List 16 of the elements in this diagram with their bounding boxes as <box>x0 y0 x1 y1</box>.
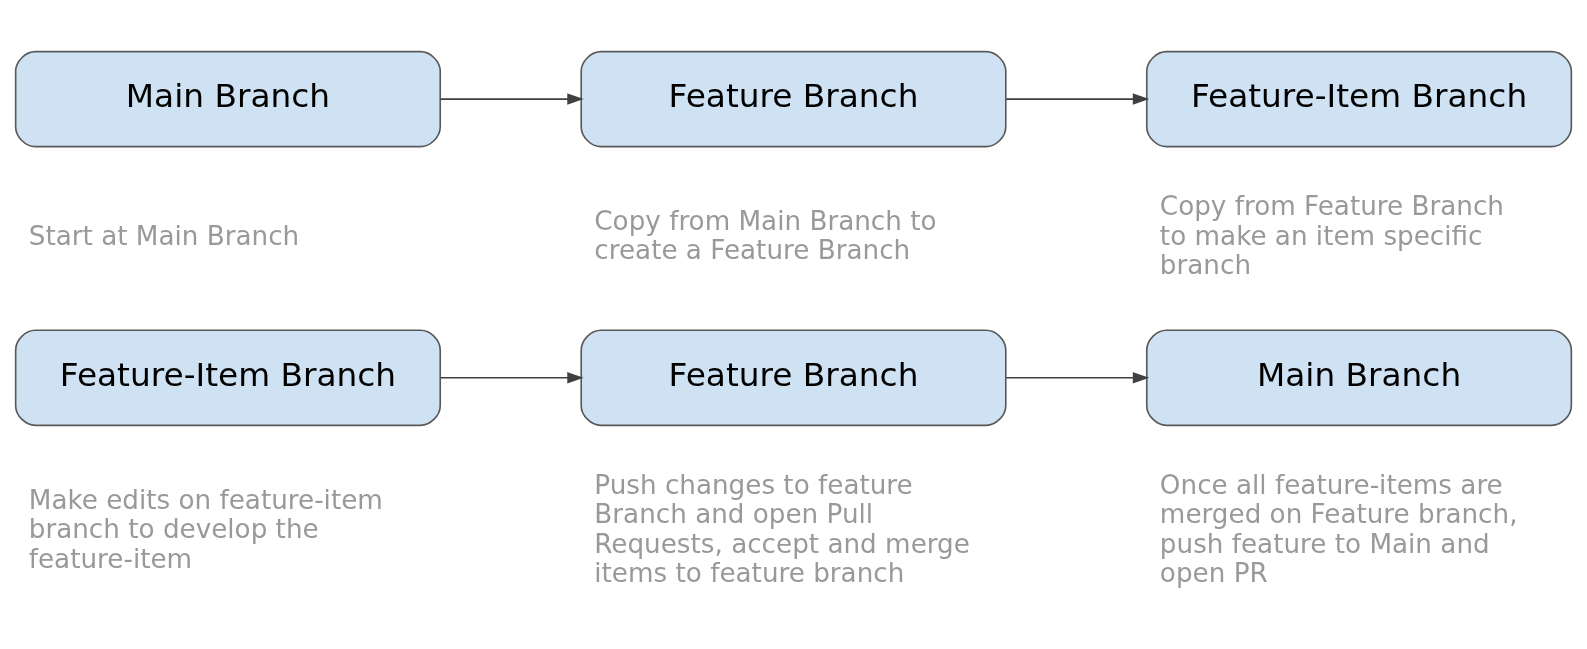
node-box: Feature Branch <box>580 50 1007 148</box>
node-box: Main Branch <box>1145 329 1573 427</box>
node-label: Once all feature-items are merged on Feature branch, push feature to Main and open PR <box>1159 469 1518 589</box>
node-box: Feature Branch <box>580 329 1007 427</box>
node-label: Copy from Main Branch to create a Feature Branch <box>594 205 937 266</box>
arrow <box>439 93 584 105</box>
arrow <box>1005 93 1150 105</box>
arrow <box>1005 372 1150 384</box>
node-label: Start at Main Branch <box>28 220 300 251</box>
node-label: Make edits on feature-item branch to develop the feature-item <box>28 484 383 574</box>
node-box: Feature-Item Branch <box>1145 50 1573 148</box>
arrow <box>439 372 584 384</box>
node-box: Main Branch <box>14 50 442 148</box>
node-label: Push changes to feature Branch and open Pull Requests, accept and merge items to feature branch <box>594 469 970 589</box>
node-label: Copy from Feature Branch to make an item specific branch <box>1159 191 1504 281</box>
node-box: Feature-Item Branch <box>14 329 442 427</box>
